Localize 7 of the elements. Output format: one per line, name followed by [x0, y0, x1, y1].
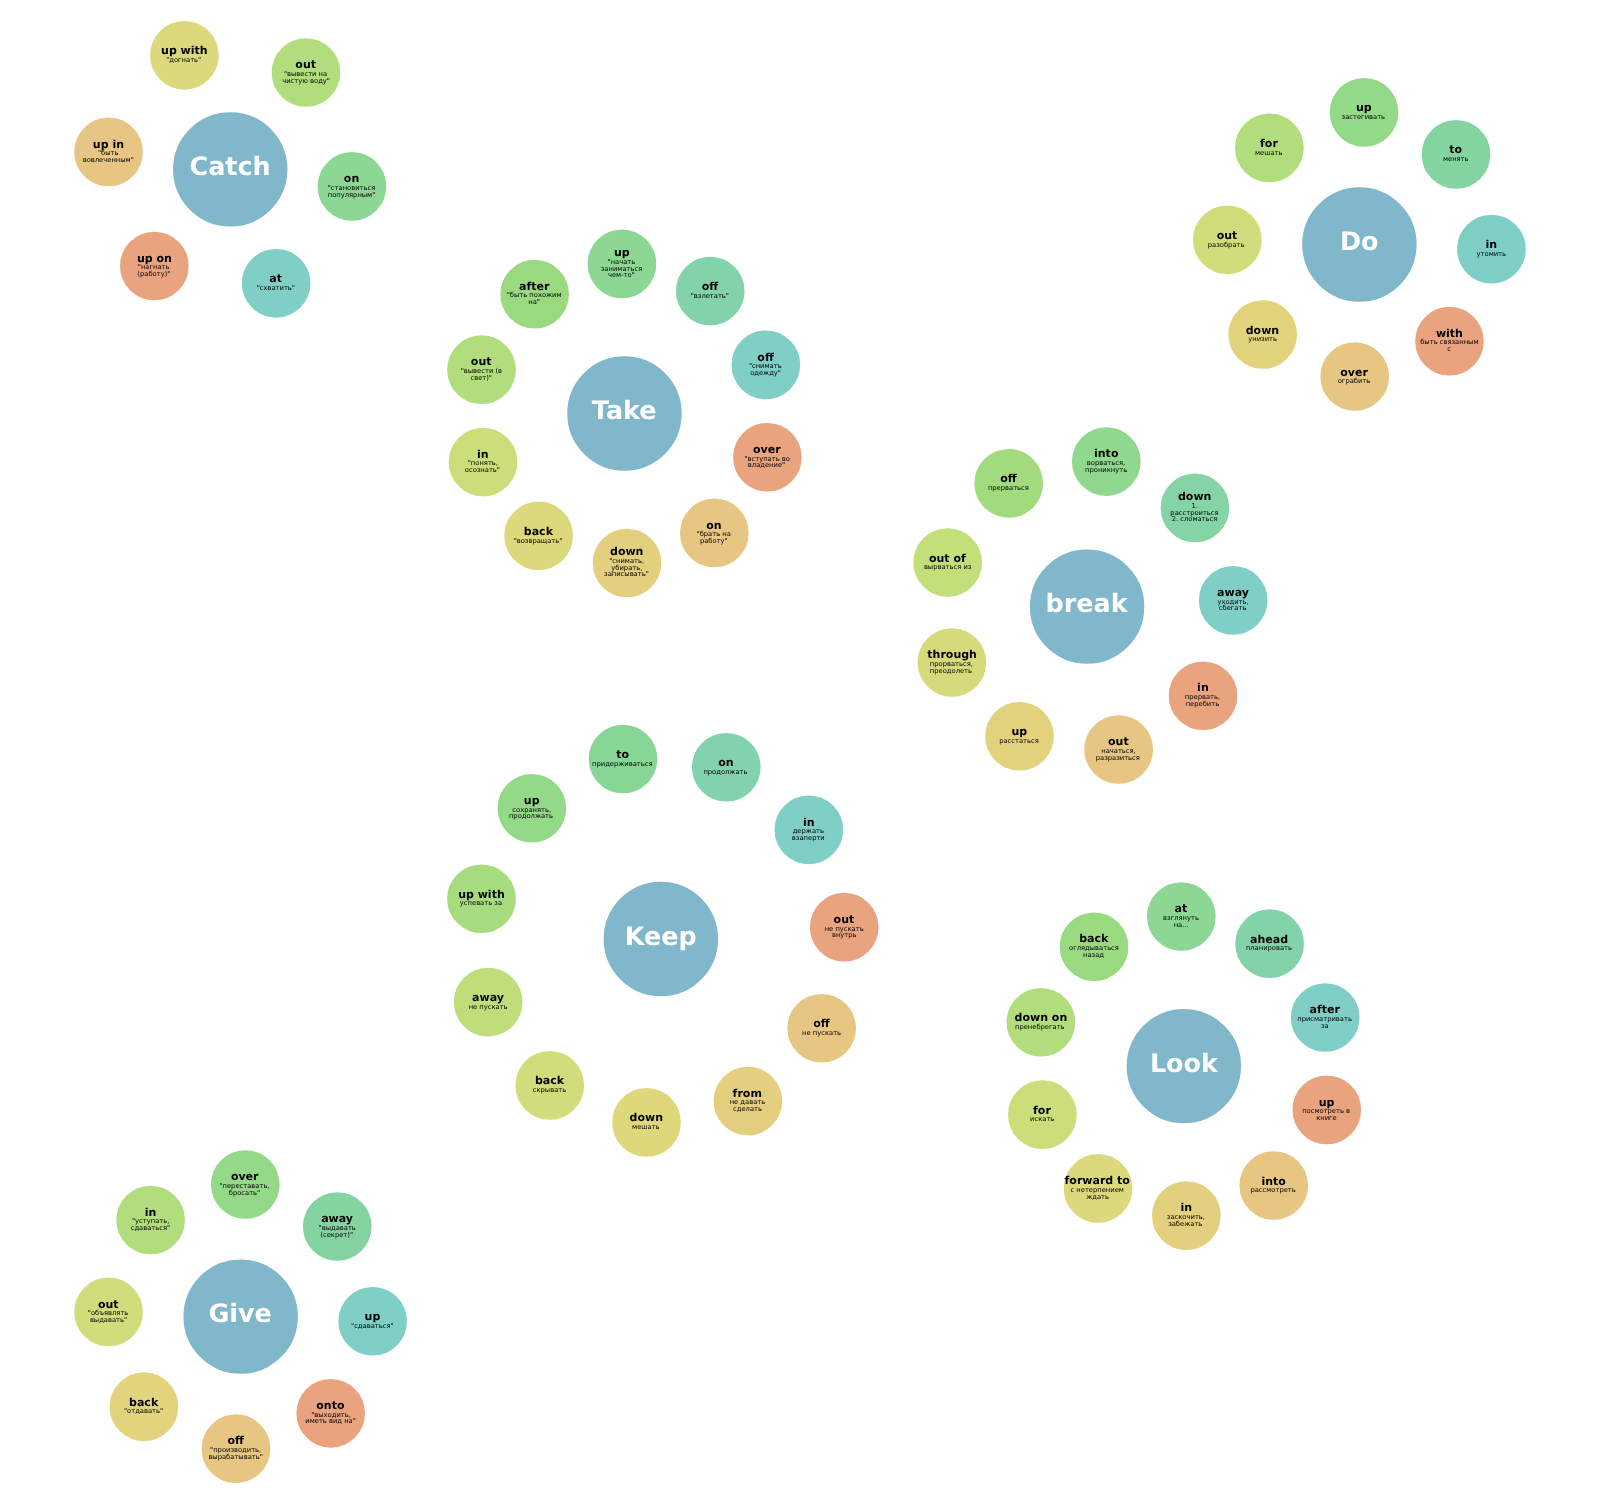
node-circle: Keep [601, 880, 720, 998]
node-circle: Take [565, 354, 684, 473]
node-circle: Look [1124, 1007, 1243, 1125]
node-circle: Do [1300, 185, 1419, 304]
node-circle: break [1028, 547, 1146, 666]
node-circle: Give [181, 1257, 300, 1376]
node-circle: Catch [171, 110, 290, 229]
